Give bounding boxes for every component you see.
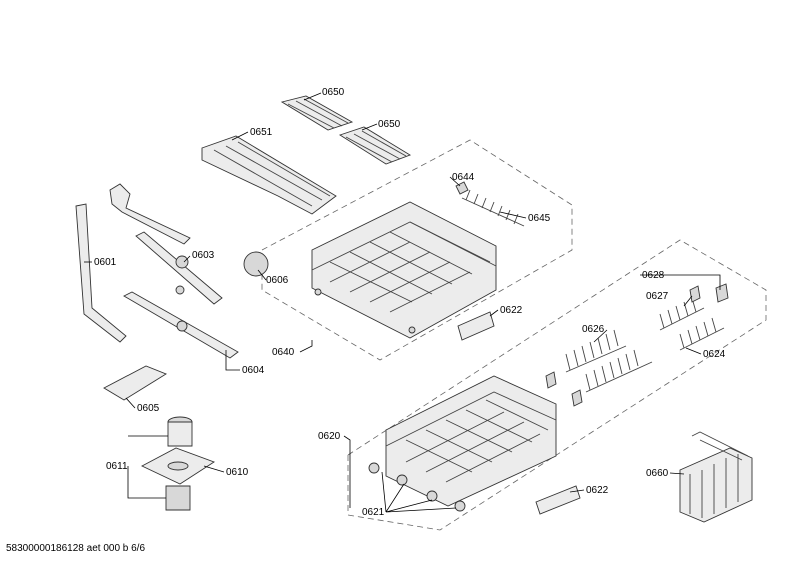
- label-0611: 0611: [106, 461, 128, 472]
- filter-disc-part: [243, 251, 269, 277]
- label-0601: 0601: [94, 257, 117, 268]
- label-0624: 0624: [703, 349, 726, 360]
- label-0622-lower: 0622: [586, 485, 609, 496]
- spray-arm-part: [135, 231, 223, 305]
- sieve-part: [103, 365, 167, 401]
- micro-filter-part: [140, 416, 216, 511]
- lower-basket-part: [385, 375, 557, 507]
- upper-spray-arm-part: [109, 183, 191, 245]
- plate-rack-part: [545, 329, 653, 407]
- label-0660: 0660: [646, 468, 669, 479]
- top-cutlery-tray-part: [201, 135, 337, 215]
- label-0622-upper: 0622: [500, 305, 523, 316]
- document-id-footer: 58300000186128 aet 000 b 6/6: [6, 543, 146, 554]
- wheel-part: [368, 462, 466, 512]
- label-0651: 0651: [250, 127, 273, 138]
- label-0628: 0628: [642, 270, 665, 281]
- label-0627: 0627: [646, 291, 669, 302]
- label-0604: 0604: [242, 365, 265, 376]
- upper-basket-assembly-outline: [261, 139, 573, 361]
- label-0603: 0603: [192, 250, 215, 261]
- cutlery-basket-part: [679, 431, 753, 523]
- label-0650-b: 0650: [378, 119, 401, 130]
- label-0650-a: 0650: [322, 87, 345, 98]
- label-0644: 0644: [452, 172, 475, 183]
- lower-spray-arm-part: [123, 291, 239, 359]
- cutlery-tray-part: [280, 95, 354, 131]
- holder-part: [535, 485, 581, 515]
- tine-rack-part: [659, 283, 729, 351]
- cup-rack-part: [461, 189, 525, 227]
- label-0620: 0620: [318, 431, 341, 442]
- cutlery-tray-part: [338, 126, 412, 165]
- label-0626: 0626: [582, 324, 605, 335]
- lower-basket-assembly-outline: [347, 239, 767, 531]
- label-0606: 0606: [266, 275, 289, 286]
- label-0645: 0645: [528, 213, 551, 224]
- label-0640: 0640: [272, 347, 295, 358]
- holder-part: [457, 311, 495, 341]
- upper-basket-part: [311, 201, 497, 339]
- supply-pipe-part: [75, 203, 127, 343]
- label-0605: 0605: [137, 403, 160, 414]
- label-0621: 0621: [362, 507, 385, 518]
- leader-lines: [84, 92, 721, 513]
- label-0610: 0610: [226, 467, 249, 478]
